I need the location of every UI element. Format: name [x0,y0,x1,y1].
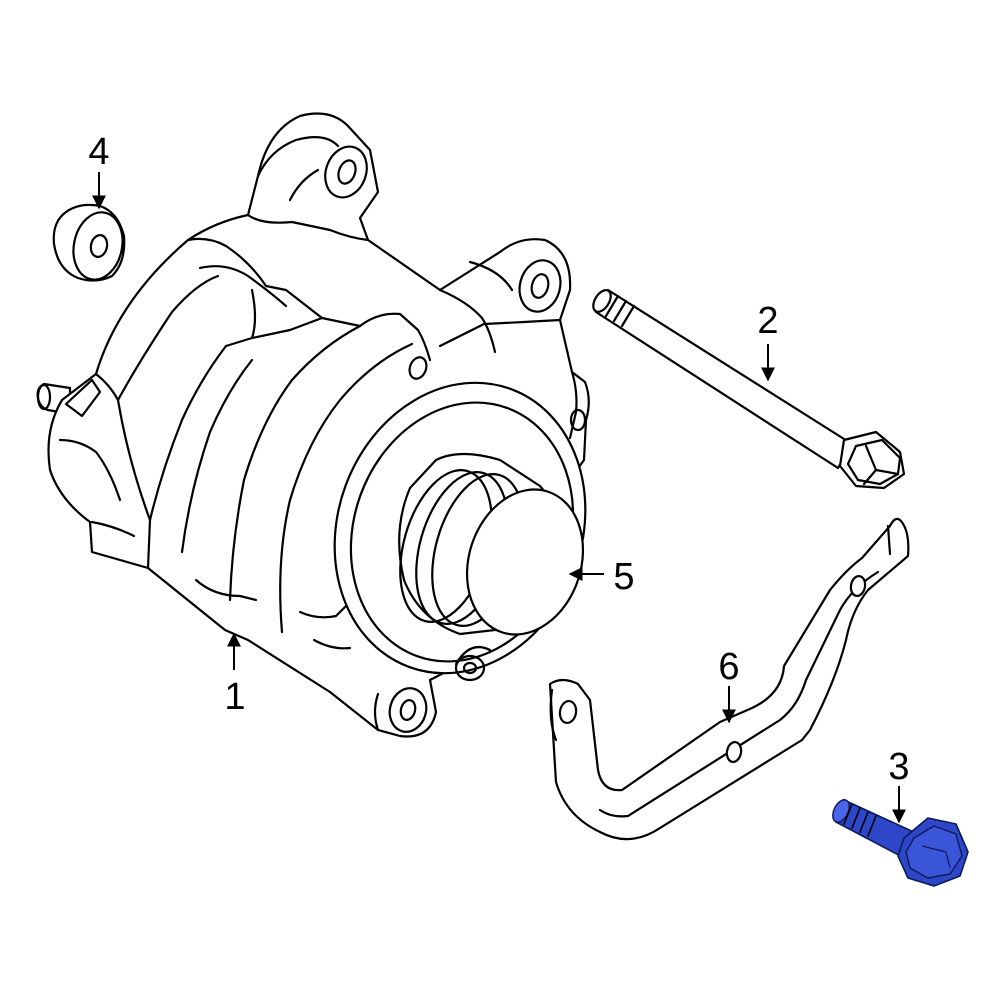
callout-3: 3 [888,746,910,788]
callout-4: 4 [88,131,110,173]
callout-5: 5 [613,556,635,598]
callout-2: 2 [757,300,779,342]
callout-6: 6 [718,646,740,688]
bolt-part-3-highlighted[interactable] [829,797,969,887]
leader-arrows [92,172,906,824]
cap-part-4[interactable] [52,203,129,284]
callout-1: 1 [224,676,246,718]
alternator-part-1[interactable] [36,112,626,738]
long-bolt-part-2[interactable] [590,287,906,490]
bracket-part-6[interactable] [548,517,910,841]
pulley-part-5[interactable] [384,452,601,650]
